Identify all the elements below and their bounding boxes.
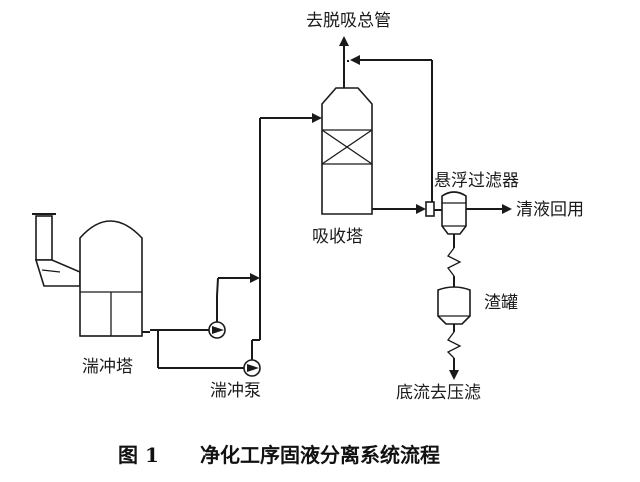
pump-lower-icon xyxy=(243,340,261,377)
label-quench-tower: 湍冲塔 xyxy=(82,357,133,377)
label-clear-liquid-reuse: 清液回用 xyxy=(516,200,584,220)
pump-upper-icon xyxy=(208,296,226,339)
figure-number: 图 1 xyxy=(118,443,159,467)
label-underflow-to-press: 底流去压滤 xyxy=(396,383,481,403)
quench-tower xyxy=(32,213,150,337)
label-absorption-tower: 吸收塔 xyxy=(312,227,363,247)
absorption-tower xyxy=(321,87,426,215)
exhaust-to-main-duct xyxy=(339,36,433,204)
slag-tank xyxy=(437,286,471,380)
label-to-main-duct: 去脱吸总管 xyxy=(306,11,391,31)
suspended-filter xyxy=(425,191,512,290)
quench-to-pump-piping xyxy=(150,273,260,369)
riser-to-absorber xyxy=(259,113,322,340)
figure-caption: 净化工序固液分离系统流程 xyxy=(200,443,440,467)
label-quench-pump: 湍冲泵 xyxy=(210,381,261,401)
label-suspended-filter: 悬浮过滤器 xyxy=(434,171,519,191)
label-slag-tank: 渣罐 xyxy=(484,293,518,313)
